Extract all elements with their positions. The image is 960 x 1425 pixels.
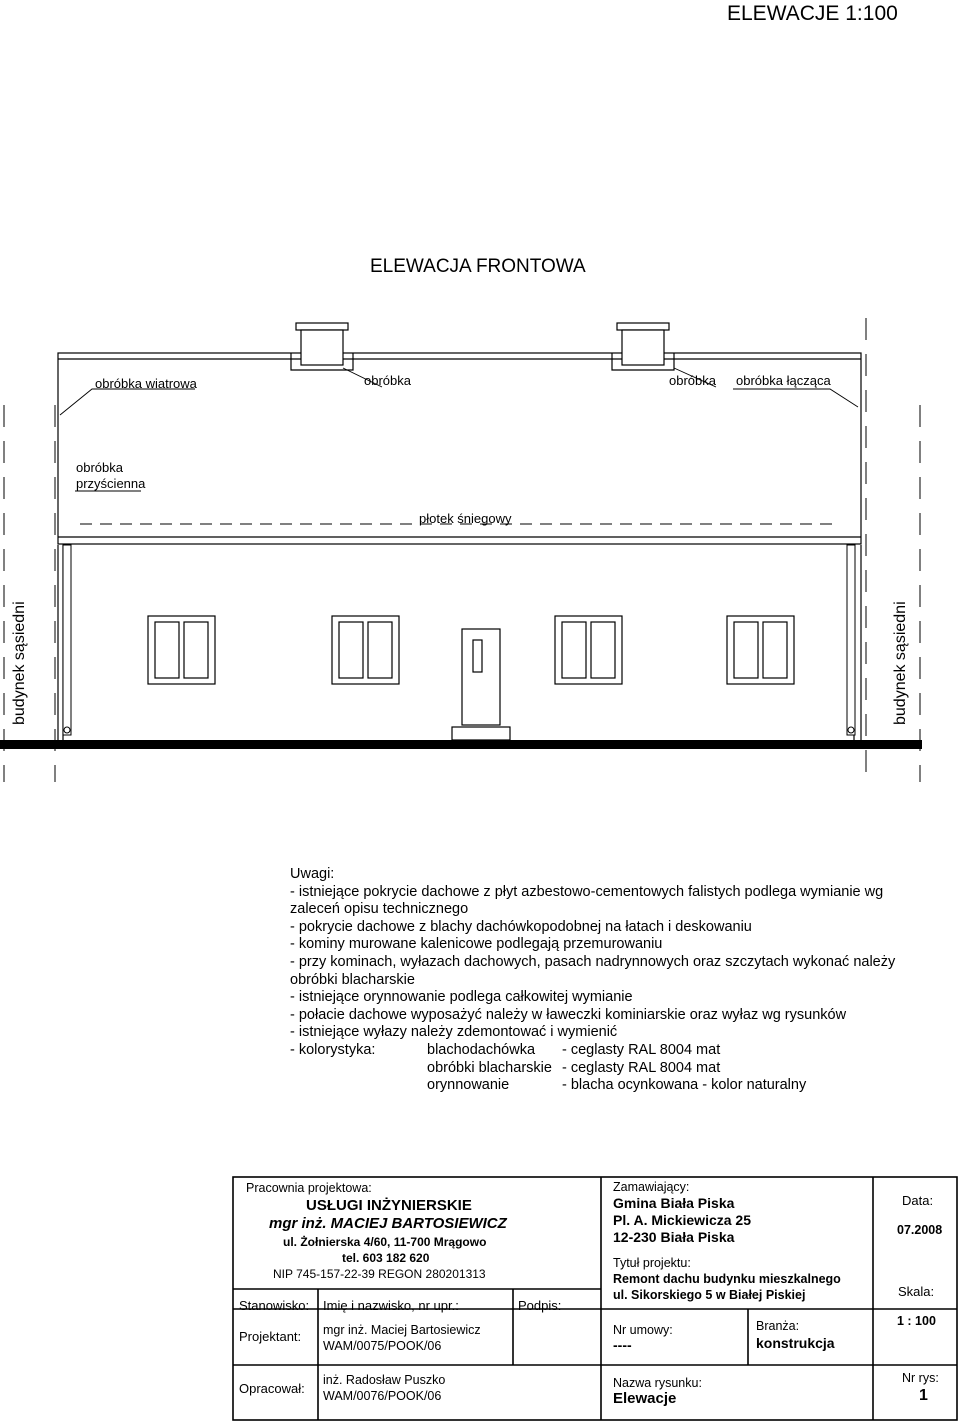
leader-lines: [59, 367, 859, 492]
color-item: orynnowanie: [427, 1077, 510, 1094]
client-line2: Pl. A. Mickiewicza 25: [613, 1212, 751, 1228]
elevation-title: ELEWACJA FRONTOWA: [370, 256, 586, 277]
chimney-left: [300, 329, 344, 366]
note-line: - istniejące orynnowanie podlega całkowi…: [290, 989, 633, 1006]
chimney-right: [621, 329, 665, 366]
note-line: - połacie dachowe wyposażyć należy w ław…: [290, 1006, 847, 1023]
downpipes: [62, 544, 856, 736]
notes-heading: Uwagi:: [290, 866, 335, 882]
office-address: ul. Żołnierska 4/60, 11-700 Mrągowo: [283, 1235, 487, 1249]
label-neighbor-right: budynek sąsiedni: [892, 601, 909, 725]
neighbor-building-lines: [3, 318, 921, 782]
note-line: obróbki blacharskie: [290, 971, 415, 988]
project-title-label: Tytuł projektu:: [613, 1256, 691, 1270]
designer-license: WAM/0075/POOK/06: [323, 1339, 442, 1353]
note-line: - przy kominach, wyłazach dachowych, pas…: [290, 953, 896, 970]
color-item: obróbki blacharskie: [427, 1059, 552, 1076]
color-spec: - ceglasty RAL 8004 mat: [562, 1059, 721, 1076]
office-person: mgr inż. MACIEJ BARTOSIEWICZ: [269, 1215, 507, 1232]
note-line: - istniejące pokrycie dachowe z płyt azb…: [290, 883, 884, 900]
title-block-frame: [232, 1176, 958, 1421]
color-item: blachodachówka: [427, 1041, 536, 1058]
contract-label: Nr umowy:: [613, 1323, 673, 1337]
color-spec: - blacha ocynkowana - kolor naturalny: [562, 1077, 807, 1094]
prepared-license: WAM/0076/POOK/06: [323, 1389, 442, 1403]
office-ids: NIP 745-157-22-39 REGON 280201313: [273, 1267, 486, 1281]
chimney-left-cap: [295, 322, 349, 331]
drawing-no-value: 1: [919, 1387, 928, 1404]
branch-label: Branża:: [756, 1319, 800, 1333]
notes-section: Uwagi: - istniejące pokrycie dachowe z p…: [290, 866, 950, 1095]
windows: [147, 615, 795, 685]
label-flashing-1: obróbka: [364, 373, 411, 388]
note-line: - pokrycie dachowe z blachy dachówkopodo…: [290, 918, 752, 935]
drawing-name-value: Elewacje: [613, 1390, 677, 1407]
office-phone: tel. 603 182 620: [342, 1251, 430, 1265]
label-joining-flashing: obróbka łącząca: [736, 373, 831, 388]
date-label: Data:: [902, 1193, 934, 1208]
label-wind-flashing: obróbka wiatrowa: [95, 376, 197, 391]
note-line: zaleceń opisu technicznego: [290, 901, 469, 918]
contract-value: ----: [613, 1337, 632, 1353]
designer-label: Projektant:: [239, 1329, 302, 1344]
client-line1: Gmina Biała Piska: [613, 1195, 735, 1211]
window-1: [147, 615, 216, 685]
chimneys: [290, 322, 675, 371]
prepared-label: Opracował:: [239, 1381, 305, 1396]
ground-line: [0, 740, 922, 749]
office-name: USŁUGI INŻYNIERSKIE: [306, 1197, 472, 1214]
note-line: - istniejące wyłazy należy zdemontować i…: [290, 1024, 618, 1041]
office-label: Pracownia projektowa:: [246, 1181, 372, 1195]
branch-value: konstrukcja: [756, 1335, 835, 1351]
designer-name: mgr inż. Maciej Bartosiewicz: [323, 1323, 481, 1337]
downpipe-right: [846, 544, 856, 736]
scale-value: 1 : 100: [897, 1314, 936, 1328]
window-4: [726, 615, 795, 685]
label-wall-flashing-2: przyścienna: [76, 476, 146, 491]
label-snow-guard: płotek śniegowy: [419, 511, 512, 526]
label-flashing-2: obróbka: [669, 373, 716, 388]
note-line: - kominy murowane kalenicowe podlegają p…: [290, 936, 663, 953]
project-title-line1: Remont dachu budynku mieszkalnego: [613, 1272, 841, 1286]
name-label: Imię i nazwisko, nr upr.:: [323, 1298, 459, 1313]
label-wall-flashing-1: obróbka: [76, 460, 123, 475]
window-2: [331, 615, 400, 685]
scale-label: Skala:: [898, 1284, 935, 1299]
label-neighbor-left: budynek sąsiedni: [11, 601, 28, 725]
signature-label: Podpis:: [518, 1298, 562, 1313]
date-value: 07.2008: [897, 1223, 943, 1237]
project-title-line2: ul. Sikorskiego 5 w Białej Piskiej: [613, 1288, 806, 1302]
drawing-name-label: Nazwa rysunku:: [613, 1376, 702, 1390]
color-spec: - ceglasty RAL 8004 mat: [562, 1041, 721, 1058]
client-label: Zamawiający:: [613, 1180, 690, 1194]
sheet-title: ELEWACJE 1:100: [727, 2, 898, 25]
prepared-name: inż. Radosław Puszko: [323, 1373, 446, 1387]
door: [451, 628, 511, 741]
client-line3: 12-230 Biała Piska: [613, 1229, 735, 1245]
roof: [57, 352, 862, 545]
chimney-right-cap: [616, 322, 670, 331]
position-label: Stanowisko:: [239, 1298, 310, 1313]
drawing-no-label: Nr rys:: [902, 1371, 939, 1385]
colors-label: - kolorystyka:: [290, 1041, 376, 1058]
downpipe-left: [62, 544, 72, 736]
window-3: [554, 615, 623, 685]
